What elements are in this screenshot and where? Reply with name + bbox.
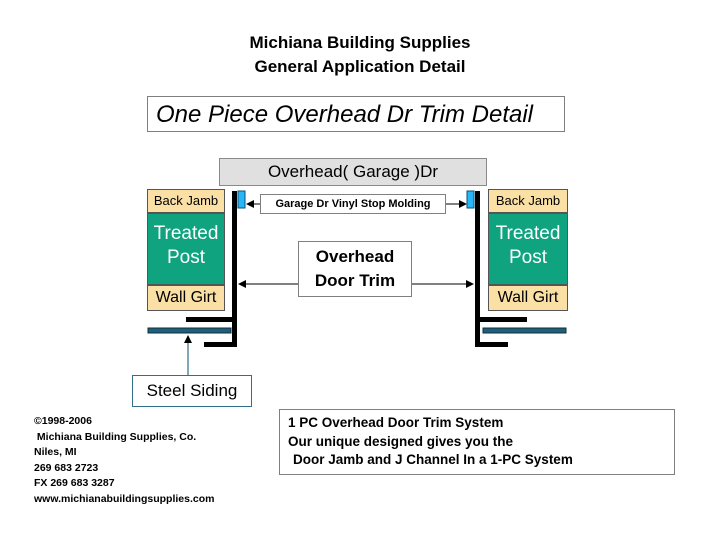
door-trim-label: Overhead Door Trim [298,241,412,297]
stop-molding-label: Garage Dr Vinyl Stop Molding [260,194,446,214]
company-website: www.michianabuildingsupplies.com [34,492,215,505]
left-back-jamb: Back Jamb [147,189,225,213]
left-steel-siding [147,327,232,334]
left-post-line1: Treated [153,223,219,244]
right-stop-molding [466,190,475,209]
header-subtitle: General Application Detail [254,57,466,76]
right-treated-post: Treated Post [488,213,568,285]
copyright-text: ©1998-2006 [34,415,92,427]
right-wall-girt: Wall Girt [488,285,568,311]
right-post-line1: Treated [495,223,561,244]
system-description: 1 PC Overhead Door Trim System Our uniqu… [279,409,675,475]
left-stop-molding [237,190,246,209]
door-trim-line2: Door Trim [314,271,396,290]
company-city: Niles, MI [34,446,77,458]
right-back-jamb: Back Jamb [488,189,568,213]
left-treated-post: Treated Post [147,213,225,285]
company-info: ©1998-2006 Michiana Building Supplies, C… [34,414,214,507]
system-line3: Door Jamb and J Channel In a 1-PC System [293,452,573,467]
detail-title: One Piece Overhead Dr Trim Detail [147,96,565,132]
right-post-line2: Post [508,247,548,268]
system-line1: 1 PC Overhead Door Trim System [288,415,504,430]
left-post-line2: Post [166,247,206,268]
system-line2: Our unique designed gives you the [288,433,514,449]
right-trim-profile [475,191,527,347]
left-wall-girt: Wall Girt [147,285,225,311]
company-phone: 269 683 2723 [34,461,99,474]
overhead-door-label: Overhead( Garage )Dr [219,158,487,186]
company-fax: FX 269 683 3287 [34,477,115,489]
company-name: Michiana Building Supplies, Co. [34,430,197,443]
left-trim-profile [186,191,237,347]
header-title: Michiana Building Supplies [249,33,471,52]
door-trim-line1: Overhead [315,247,395,266]
steel-siding-label: Steel Siding [132,375,252,407]
right-steel-siding [482,327,567,334]
